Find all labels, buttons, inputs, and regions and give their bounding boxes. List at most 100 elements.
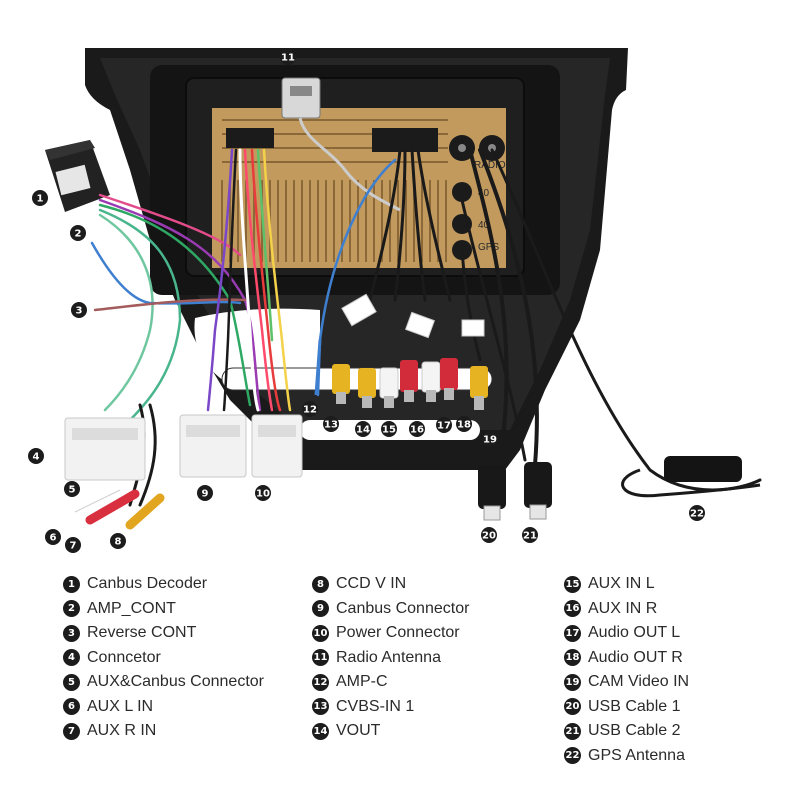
svg-text:7: 7 — [70, 541, 77, 552]
callout-badge-1: 1 — [32, 190, 48, 206]
legend-label: Power Connector — [336, 624, 460, 642]
svg-text:21: 21 — [523, 531, 537, 542]
svg-text:20: 20 — [482, 531, 496, 542]
legend-number-badge: 4 — [63, 649, 80, 667]
legend-number-badge: 19 — [564, 673, 581, 691]
legend-number-badge: 15 — [564, 575, 581, 593]
legend-number-badge: 6 — [63, 698, 80, 716]
callout-badge-17: 17 — [436, 417, 452, 433]
legend-label: CAM Video IN — [588, 673, 690, 691]
legend-number-badge: 8 — [312, 575, 329, 593]
wiring-diagram: RADIO 40 40 GPS — [28, 48, 762, 553]
callout-badge-7: 7 — [65, 537, 81, 553]
callout-badge-19: 19 — [482, 431, 498, 447]
svg-text:10: 10 — [256, 489, 270, 500]
svg-text:1: 1 — [37, 194, 44, 205]
legend-number-badge: 20 — [564, 698, 581, 716]
svg-text:3: 3 — [76, 306, 83, 317]
legend-item-6: 6 AUX L IN — [63, 695, 264, 720]
rca-connectors — [314, 293, 488, 410]
svg-text:2: 2 — [75, 229, 82, 240]
callout-badge-12: 12 — [302, 401, 318, 417]
legend-item-11: 11 Radio Antenna — [312, 646, 469, 671]
svg-text:22: 22 — [690, 509, 704, 520]
legend-number-badge: 14 — [312, 722, 329, 740]
callout-badge-6: 6 — [45, 529, 61, 545]
legend-item-20: 20 USB Cable 1 — [564, 695, 689, 720]
gps-antenna — [621, 456, 761, 498]
legend-label: Canbus Decoder — [87, 575, 208, 593]
legend-item-1: 1 Canbus Decoder — [63, 572, 264, 597]
callout-badge-16: 16 — [409, 421, 425, 437]
legend-label: AUX IN R — [588, 599, 658, 617]
legend-label: Audio OUT R — [588, 648, 683, 666]
legend-number-badge: 11 — [312, 649, 329, 667]
callout-badge-8: 8 — [110, 533, 126, 549]
legend-label: Canbus Connector — [336, 599, 470, 617]
plug-label-1: 40 — [478, 188, 490, 199]
legend-item-9: 9 Canbus Connector — [312, 597, 469, 622]
svg-text:16: 16 — [410, 425, 424, 436]
radio-antenna-connector — [281, 77, 401, 212]
callout-badge-20: 20 — [481, 527, 497, 543]
callout-badge-22: 22 — [689, 505, 705, 521]
legend-label: USB Cable 2 — [588, 722, 681, 740]
callout-badge-13: 13 — [323, 416, 339, 432]
svg-text:11: 11 — [281, 53, 295, 64]
callout-badge-10: 10 — [255, 485, 271, 501]
legend-label: AUX L IN — [87, 697, 154, 715]
legend-label: Audio OUT L — [588, 624, 681, 642]
legend-label: CCD V IN — [336, 575, 407, 593]
legend-number-badge: 7 — [63, 722, 80, 740]
legend-number-badge: 12 — [312, 673, 329, 691]
legend-label: CVBS-IN 1 — [336, 697, 415, 715]
svg-text:14: 14 — [356, 425, 370, 436]
legend-number-badge: 1 — [63, 575, 80, 593]
legend-label: Reverse CONT — [87, 624, 197, 642]
legend-number-badge: 3 — [63, 624, 80, 642]
legend-item-3: 3 Reverse CONT — [63, 621, 264, 646]
callout-badge-2: 2 — [70, 225, 86, 241]
callout-badge-14: 14 — [355, 421, 371, 437]
callout-badge-9: 9 — [197, 485, 213, 501]
legend-label: USB Cable 1 — [588, 697, 681, 715]
usb-plugs — [478, 462, 552, 521]
svg-text:4: 4 — [33, 452, 40, 463]
legend-label: GPS Antenna — [588, 746, 685, 764]
svg-text:5: 5 — [69, 485, 76, 496]
svg-text:17: 17 — [437, 421, 451, 432]
left-rca-plugs — [70, 485, 165, 530]
legend-label: AUX IN L — [588, 575, 655, 593]
svg-text:9: 9 — [202, 489, 209, 500]
radio-port-label: RADIO — [474, 160, 506, 171]
legend-label: AMP_CONT — [87, 599, 176, 617]
legend-item-8: 8 CCD V IN — [312, 572, 469, 597]
svg-text:12: 12 — [303, 405, 317, 416]
legend-label: AMP-C — [336, 673, 388, 691]
legend-number-badge: 5 — [63, 673, 80, 691]
callout-badge-15: 15 — [381, 421, 397, 437]
svg-text:19: 19 — [483, 435, 497, 446]
legend-label: Conncetor — [87, 648, 161, 666]
callout-badge-18: 18 — [456, 416, 472, 432]
legend-label: Radio Antenna — [336, 648, 441, 666]
svg-text:13: 13 — [324, 420, 338, 431]
legend-item-19: 19 CAM Video IN — [564, 670, 689, 695]
callout-badge-3: 3 — [71, 302, 87, 318]
legend-number-badge: 16 — [564, 600, 581, 618]
callout-badge-4: 4 — [28, 448, 44, 464]
legend-number-badge: 9 — [312, 600, 329, 618]
plug-label-2: 40 — [478, 220, 490, 231]
